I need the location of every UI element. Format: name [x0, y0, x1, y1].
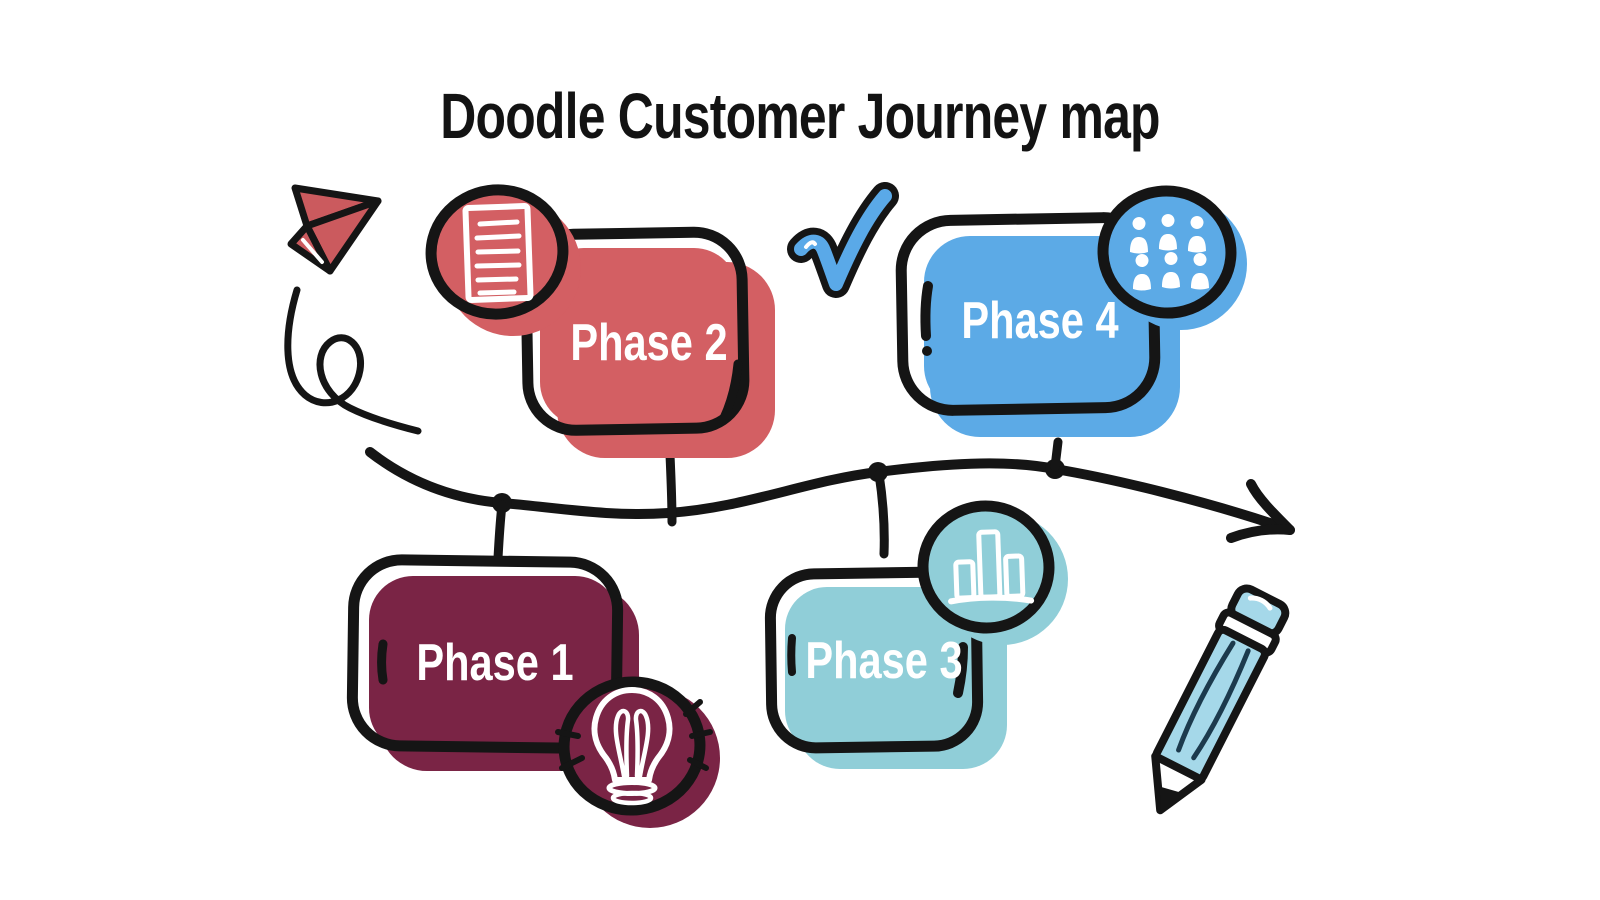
bulb-filament-left: [613, 708, 631, 779]
phase-3-label: Phase 3: [805, 631, 962, 690]
badge-outline: [558, 676, 706, 816]
paper-plane-highlight: [301, 238, 324, 264]
pencil-icon: [1151, 584, 1290, 815]
checkmark-fill: [794, 189, 892, 291]
phase-1-label: Phase 1: [416, 633, 573, 692]
doc-line: [477, 219, 520, 227]
document-badge: [425, 184, 581, 336]
users-icon: [1130, 214, 1209, 291]
squiggle-line: [284, 286, 422, 435]
connector-phase-1: [493, 500, 507, 563]
timeline-arrow: [365, 437, 1295, 563]
card-fill: [785, 587, 983, 753]
bulb-ray: [559, 755, 585, 771]
card-fill: [369, 576, 619, 752]
pencil-stripe: [1176, 640, 1236, 753]
badge-outline: [1097, 185, 1237, 319]
card-outline: [764, 566, 984, 754]
timeline-path: [365, 447, 1287, 532]
doc-line: [474, 262, 522, 269]
doc-line: [475, 248, 521, 255]
phase-2-label: Phase 2: [570, 313, 727, 372]
badge-outline: [917, 500, 1055, 634]
bulb-ray: [555, 729, 581, 739]
card-inner-dash: [377, 639, 388, 685]
pencil-eraser-highlight: [1247, 595, 1273, 611]
doc-line: [475, 276, 519, 283]
bulb-ray: [683, 699, 703, 717]
pencil-stripe: [1191, 648, 1251, 761]
connector-phase-3: [874, 469, 889, 559]
lightbulb-badge: [555, 676, 720, 828]
phase-3-card: Phase 3: [764, 566, 1007, 769]
card-outline: [346, 554, 624, 754]
chart-bar: [976, 529, 1003, 600]
users-badge: [1097, 185, 1247, 330]
bar-chart-badge: [917, 500, 1068, 645]
chart-bar: [1003, 553, 1026, 599]
chart-bar: [953, 559, 977, 601]
page-title: Doodle Customer Journey map: [440, 80, 1160, 152]
phase-4-label: Phase 4: [961, 291, 1118, 350]
card-fill: [924, 236, 1158, 412]
phase-2-card: Phase 2: [520, 226, 775, 458]
badge-outline: [425, 184, 569, 320]
document-icon: [462, 203, 534, 303]
card-inner-dash-right: [953, 642, 968, 698]
card-inner-dash: [719, 359, 743, 423]
doc-line: [477, 289, 517, 296]
bulb-ray: [689, 729, 713, 739]
card-inner-dash: [920, 281, 933, 341]
pencil-lead: [1159, 786, 1181, 811]
lightbulb-icon: [555, 687, 713, 806]
card-inner-dash: [787, 634, 796, 676]
checkmark-highlight: [804, 240, 817, 249]
bulb-ray: [687, 757, 709, 771]
connector-phase-2: [665, 450, 677, 527]
checkmark-icon: [787, 182, 899, 298]
card-inner-dot: [922, 346, 932, 356]
bar-chart-icon: [948, 529, 1035, 605]
doc-line: [474, 233, 522, 241]
bulb-base-2: [610, 790, 654, 806]
arrowhead-lower: [1226, 524, 1295, 543]
document-outline: [462, 203, 534, 303]
bulb-outline: [591, 687, 673, 783]
paper-plane-icon: [287, 184, 382, 275]
connector-phase-4: [1050, 437, 1063, 472]
card-fill: [540, 248, 738, 426]
bulb-filament-right: [633, 708, 651, 779]
